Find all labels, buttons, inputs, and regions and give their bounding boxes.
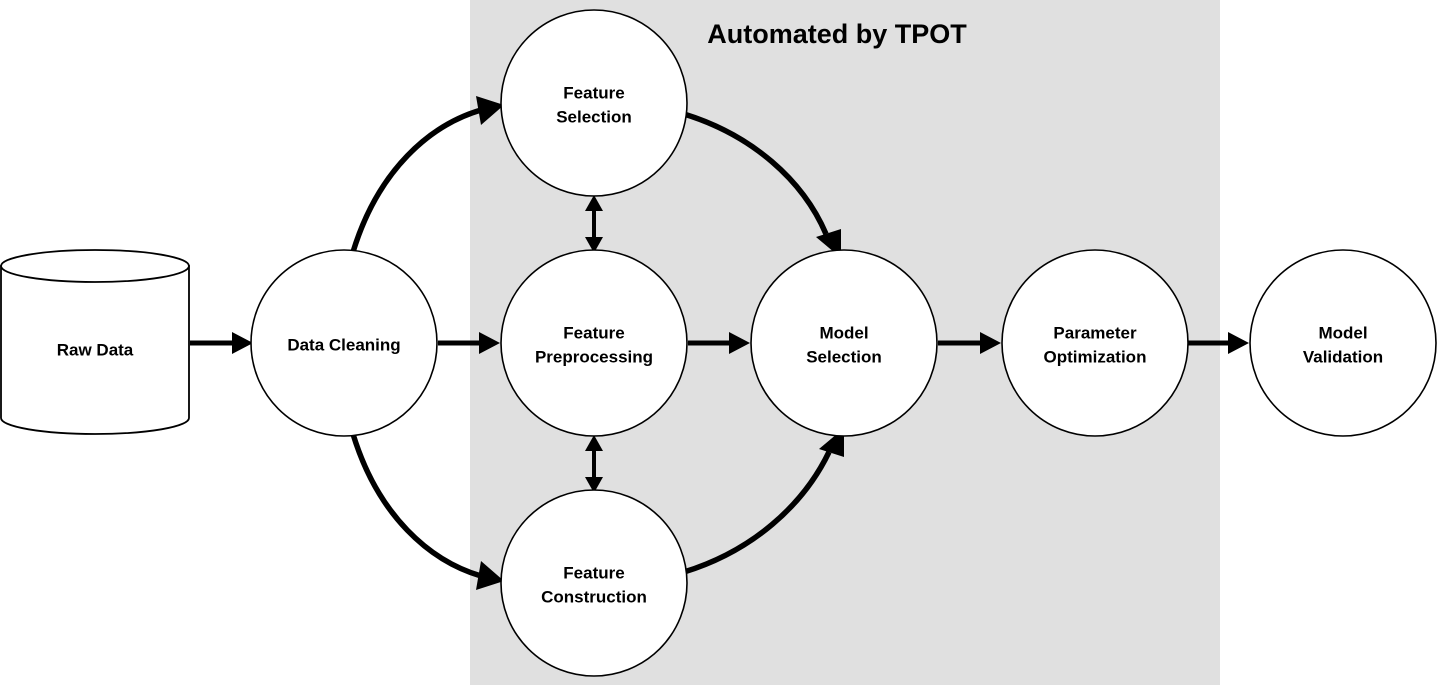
edge-data-cleaning-to-feature-construction	[350, 433, 504, 590]
node-label-raw-data: Raw Data	[57, 340, 134, 359]
edge-feature-preprocessing-to-feature-construction	[585, 435, 603, 493]
node-label-feature-preprocessing-line1: Feature	[563, 323, 624, 342]
edge-parameter-optimization-to-model-validation	[1188, 332, 1249, 354]
node-parameter-optimization[interactable]: Parameter Optimization	[1001, 249, 1189, 437]
node-raw-data[interactable]: Raw Data	[0, 249, 190, 435]
node-label-feature-selection-line2: Selection	[556, 107, 632, 126]
edge-raw-data-to-data-cleaning	[190, 332, 253, 354]
edge-model-selection-to-parameter-optimization	[938, 332, 1001, 354]
node-feature-construction[interactable]: Feature Construction	[500, 489, 688, 677]
node-label-feature-selection-line1: Feature	[563, 83, 624, 102]
node-label-feature-construction-line2: Construction	[541, 587, 647, 606]
node-label-feature-preprocessing-line2: Preprocessing	[535, 347, 653, 366]
node-label-model-selection-line2: Selection	[806, 347, 882, 366]
node-data-cleaning[interactable]: Data Cleaning	[250, 249, 438, 437]
node-label-model-validation-line1: Model	[1318, 323, 1367, 342]
node-label-model-validation-line2: Validation	[1303, 347, 1383, 366]
automated-region-title: Automated by TPOT	[707, 19, 967, 49]
node-model-validation[interactable]: Model Validation	[1249, 249, 1437, 437]
node-label-parameter-optimization-line1: Parameter	[1053, 323, 1137, 342]
node-label-data-cleaning: Data Cleaning	[287, 335, 400, 354]
node-label-feature-construction-line1: Feature	[563, 563, 624, 582]
node-label-parameter-optimization-line2: Optimization	[1044, 347, 1147, 366]
node-feature-preprocessing[interactable]: Feature Preprocessing	[500, 249, 688, 437]
node-model-selection[interactable]: Model Selection	[750, 249, 938, 437]
edge-feature-selection-to-feature-preprocessing	[585, 195, 603, 253]
node-feature-selection[interactable]: Feature Selection	[500, 9, 688, 197]
edge-feature-preprocessing-to-model-selection	[688, 332, 750, 354]
edge-data-cleaning-to-feature-selection	[350, 96, 504, 253]
node-label-model-selection-line1: Model	[819, 323, 868, 342]
edge-data-cleaning-to-feature-preprocessing	[438, 332, 500, 354]
